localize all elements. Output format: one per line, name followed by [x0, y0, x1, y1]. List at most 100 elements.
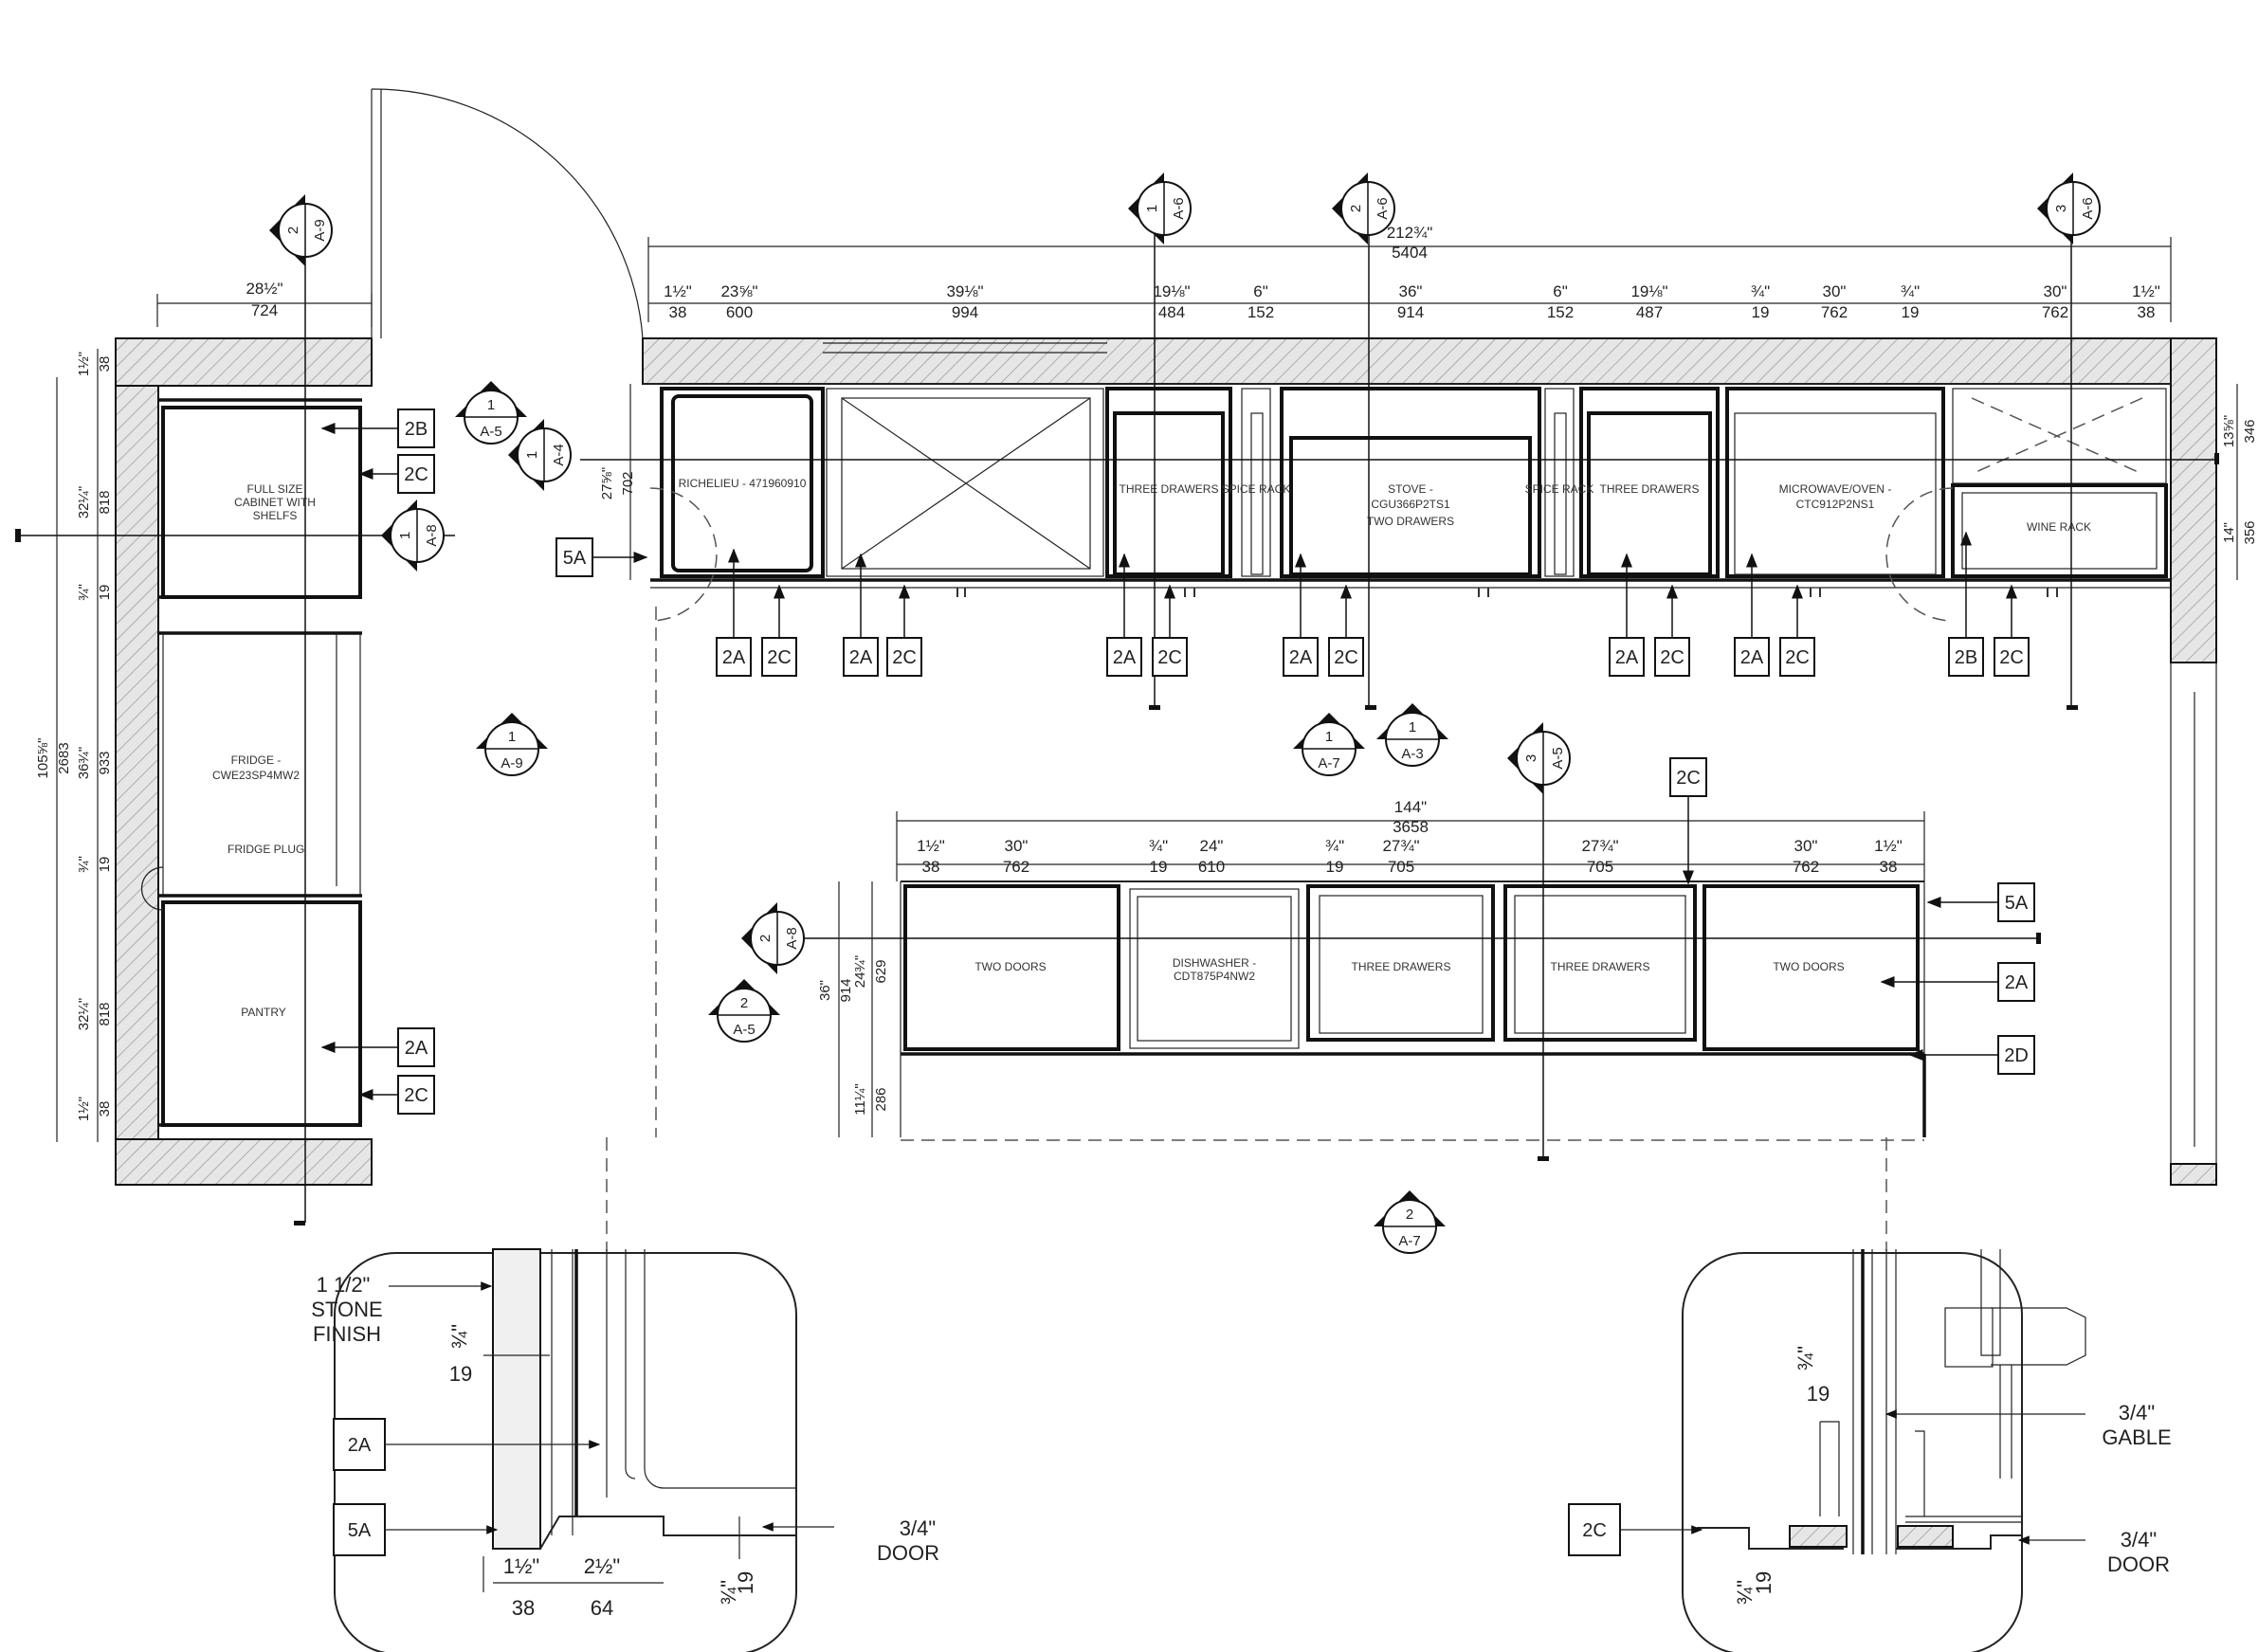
- section-marker-number: 1: [487, 397, 495, 413]
- svg-text:600: 600: [726, 303, 753, 321]
- section-marker-sheet: A-3: [1401, 746, 1423, 762]
- tag-2C-2: 2C: [886, 637, 922, 677]
- top-cabinet-run: [643, 342, 2171, 622]
- tag-2D-island: 2D: [1997, 1035, 2035, 1075]
- label-full-size-1: FULL SIZE: [247, 482, 303, 496]
- section-marker-sheet: A-6: [2080, 197, 2096, 219]
- svg-text:27⅝": 27⅝": [599, 467, 615, 500]
- svg-text:23⅝": 23⅝": [720, 282, 757, 300]
- svg-text:933: 933: [97, 751, 113, 774]
- section-marker-number: 1: [524, 451, 540, 459]
- section-marker-number: 1: [508, 729, 516, 745]
- tag-2C-1: 2C: [761, 637, 797, 677]
- label-three-drawers-3: THREE DRAWERS: [1352, 960, 1451, 973]
- svg-text:19: 19: [97, 585, 113, 601]
- section-marker: 2A-7: [1374, 1190, 1446, 1254]
- svg-text:484: 484: [1158, 303, 1185, 321]
- tag-2A-4: 2A: [1283, 637, 1319, 677]
- label-two-doors-1: TWO DOORS: [974, 960, 1046, 973]
- label-fridge-plug: FRIDGE PLUG: [228, 843, 304, 856]
- svg-text:27¾": 27¾": [1581, 837, 1618, 855]
- svg-text:19: 19: [97, 857, 113, 873]
- svg-text:¾": ¾": [76, 584, 92, 601]
- svg-text:152: 152: [1247, 303, 1274, 321]
- section-marker-number: 2: [757, 935, 774, 942]
- svg-text:2C: 2C: [1334, 647, 1358, 668]
- tag-2A-detail: 2A: [333, 1418, 386, 1471]
- detail-left-34b: ¾": [717, 1580, 740, 1605]
- svg-text:1½": 1½": [917, 837, 945, 855]
- section-marker-number: 2: [1348, 205, 1364, 212]
- top-total-metric: 5404: [1392, 244, 1428, 262]
- svg-text:914: 914: [838, 978, 854, 1002]
- section-marker: 1A-3: [1376, 703, 1448, 767]
- left-vertical-dims: 1½" 38 32¼" 818 ¾" 19 36¾" 933 ¾" 19 32¼…: [35, 352, 2258, 1121]
- gable-text-2: GABLE: [2102, 1425, 2171, 1449]
- stone-text-3: FINISH: [313, 1322, 381, 1346]
- svg-text:2C: 2C: [1660, 647, 1684, 668]
- svg-text:19: 19: [1326, 858, 1344, 876]
- section-marker-number: 3: [1523, 754, 1539, 762]
- label-pantry: PANTRY: [241, 1006, 286, 1019]
- svg-text:2A: 2A: [1113, 647, 1137, 668]
- dashed-lines: [606, 607, 1887, 1251]
- top-total-imperial: 212¾": [1387, 224, 1433, 242]
- svg-text:2A: 2A: [348, 1435, 372, 1456]
- svg-text:6": 6": [1253, 282, 1268, 300]
- section-marker-sheet: A-7: [1318, 755, 1339, 772]
- section-marker-sheet: A-6: [1171, 197, 1187, 219]
- svg-text:36": 36": [817, 980, 833, 1001]
- svg-text:5A: 5A: [563, 548, 587, 569]
- svg-text:2C: 2C: [767, 647, 792, 668]
- svg-text:27¾": 27¾": [1382, 837, 1419, 855]
- label-dishwasher-2: CDT875P4NW2: [1174, 970, 1255, 983]
- label-stove-1: STOVE -: [1388, 482, 1433, 496]
- tag-2C-5: 2C: [1654, 637, 1690, 677]
- svg-text:2A: 2A: [1740, 647, 1764, 668]
- tag-2A-6: 2A: [1734, 637, 1770, 677]
- svg-text:762: 762: [1003, 858, 1029, 876]
- svg-text:38: 38: [922, 858, 940, 876]
- svg-text:152: 152: [1547, 303, 1574, 321]
- svg-text:5A: 5A: [2005, 893, 2029, 914]
- section-marker-sheet: A-8: [784, 927, 800, 949]
- svg-text:994: 994: [952, 303, 978, 321]
- walls: [115, 337, 2217, 1186]
- gable-text-1: 3/4": [2119, 1401, 2155, 1425]
- label-spice-rack-2: SPICE RACK: [1525, 482, 1594, 496]
- svg-text:36¾": 36¾": [76, 747, 92, 780]
- svg-text:36": 36": [1399, 282, 1423, 300]
- section-marker-number: 1: [1409, 719, 1416, 735]
- svg-text:30": 30": [1005, 837, 1029, 855]
- svg-text:¾": ¾": [1149, 837, 1168, 855]
- svg-text:1½": 1½": [76, 352, 92, 376]
- detail-left-64: 64: [591, 1596, 613, 1620]
- label-fridge-1: FRIDGE -: [231, 753, 282, 767]
- tag-2C-6: 2C: [1779, 637, 1815, 677]
- door-swing: [371, 88, 644, 339]
- tag-2A-1: 2A: [716, 637, 752, 677]
- svg-text:487: 487: [1636, 303, 1663, 321]
- svg-text:762: 762: [1793, 858, 1819, 876]
- svg-text:2C: 2C: [1785, 647, 1810, 668]
- svg-text:705: 705: [1388, 858, 1414, 876]
- svg-text:2C: 2C: [1676, 768, 1701, 789]
- detail-left-112: 1½": [503, 1554, 539, 1578]
- door-text-1: 3/4": [900, 1516, 936, 1540]
- svg-text:2C: 2C: [1999, 647, 2024, 668]
- detail-left-19: 19: [449, 1362, 472, 1386]
- svg-text:2683: 2683: [56, 742, 72, 773]
- tag-2C-4: 2C: [1328, 637, 1364, 677]
- tag-2C-left-1: 2C: [397, 454, 435, 494]
- svg-text:38: 38: [97, 1101, 113, 1117]
- label-full-size-3: SHELFS: [253, 509, 298, 522]
- section-marker-number: 1: [1144, 205, 1160, 212]
- label-wine-rack: WINE RACK: [2027, 520, 2091, 534]
- svg-text:2C: 2C: [404, 1085, 428, 1106]
- section-line-ends: [15, 453, 2219, 1225]
- dimension-lines: [56, 237, 2238, 1142]
- tag-5A-island: 5A: [1997, 882, 2035, 922]
